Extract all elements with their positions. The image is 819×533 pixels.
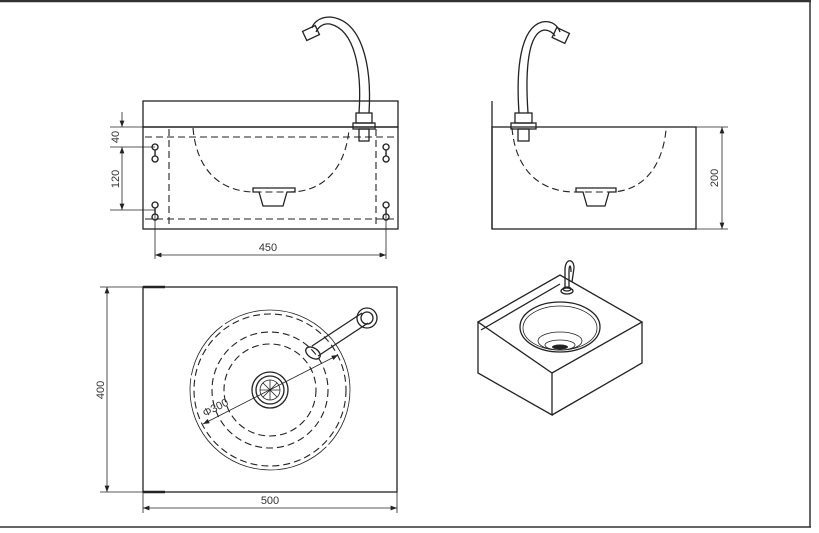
dim-40: 40 <box>110 131 122 143</box>
top-view: Φ300 400 500 <box>95 285 398 513</box>
faucet-icon <box>560 260 575 295</box>
faucet-icon <box>301 16 376 142</box>
wall-hole-icons <box>151 143 390 221</box>
dim-500: 500 <box>261 495 279 507</box>
dim-450: 450 <box>259 242 277 254</box>
faucet-icon <box>510 20 571 142</box>
dim-200: 200 <box>709 169 721 187</box>
side-view: 200 <box>491 20 728 230</box>
spout-icon <box>305 307 378 360</box>
front-view: 40 120 450 <box>110 16 399 259</box>
drain-icon <box>252 187 296 207</box>
dim-120: 120 <box>110 170 122 188</box>
dim-400: 400 <box>95 381 107 399</box>
isometric-view <box>476 260 644 417</box>
dim-diameter-300: Φ300 <box>201 397 231 420</box>
drain-icon <box>575 187 617 207</box>
